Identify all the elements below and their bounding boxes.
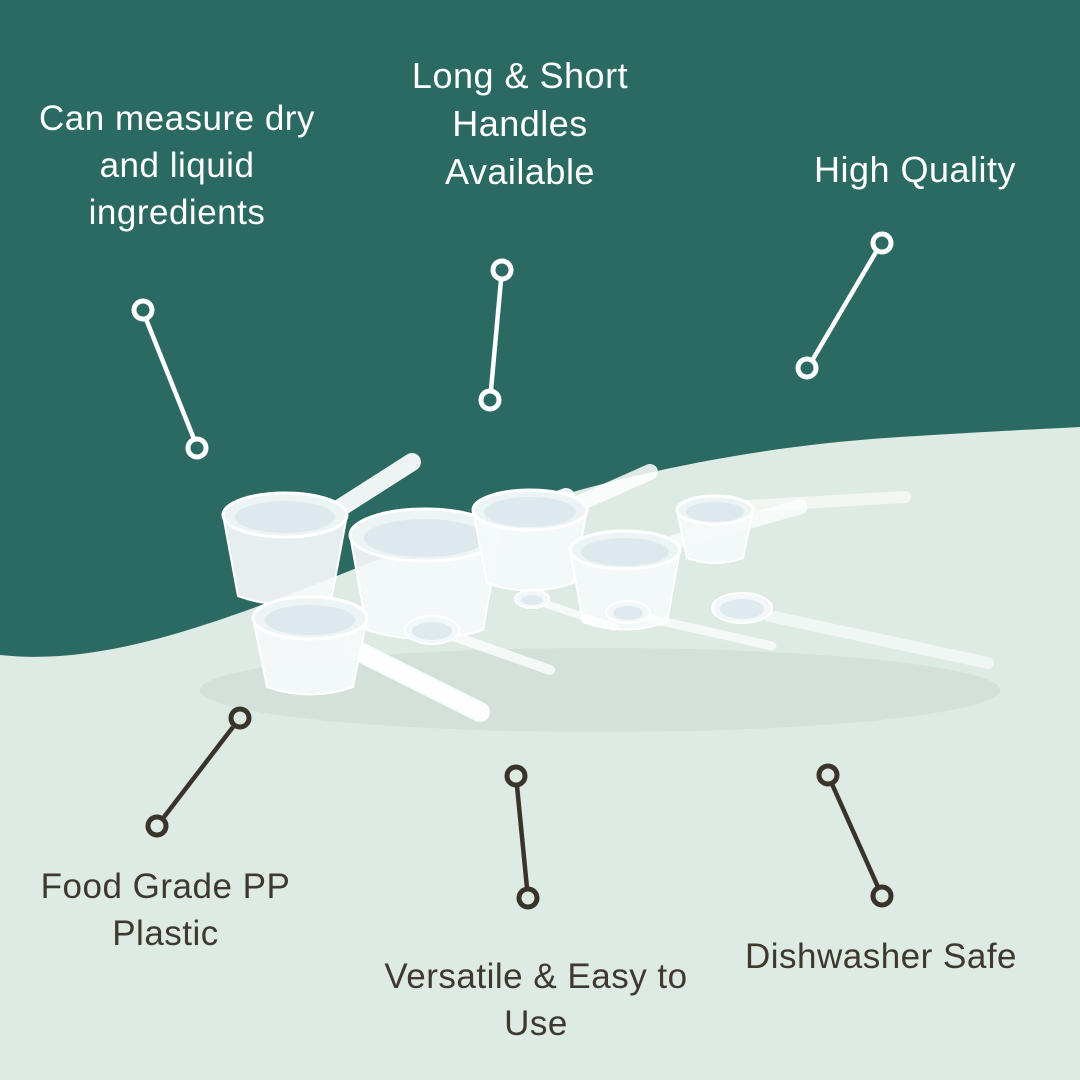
measuring-scoop-5 <box>675 491 911 564</box>
measuring-cup-2 <box>348 488 575 640</box>
measuring-cup-3 <box>471 464 658 592</box>
connector-material <box>145 706 252 838</box>
measuring-cup-1 <box>221 453 421 606</box>
measuring-spoon-4 <box>711 592 994 669</box>
measuring-spoon-2 <box>514 589 618 631</box>
measuring-spoon-1 <box>404 615 555 675</box>
measuring-scoop-6 <box>251 595 490 722</box>
connector-measure <box>131 298 209 460</box>
callout-handles-available: Long & Short Handles Available <box>411 55 629 193</box>
callout-food-grade-plastic: Food Grade PP Plastic <box>40 867 291 953</box>
callout-dishwasher-safe: Dishwasher Safe <box>744 937 1018 976</box>
connector-versatile <box>504 764 540 910</box>
measuring-spoon-3 <box>605 600 777 651</box>
connector-quality <box>795 231 894 380</box>
connector-handles <box>478 258 514 412</box>
callout-versatile-easy: Versatile & Easy to Use <box>384 957 688 1043</box>
connector-dishwasher <box>816 763 894 908</box>
callout-measure-ingredients: Can measure dry and liquid ingredients <box>39 99 315 232</box>
callout-high-quality: High Quality <box>813 149 1017 190</box>
measuring-cup-4 <box>568 499 808 631</box>
